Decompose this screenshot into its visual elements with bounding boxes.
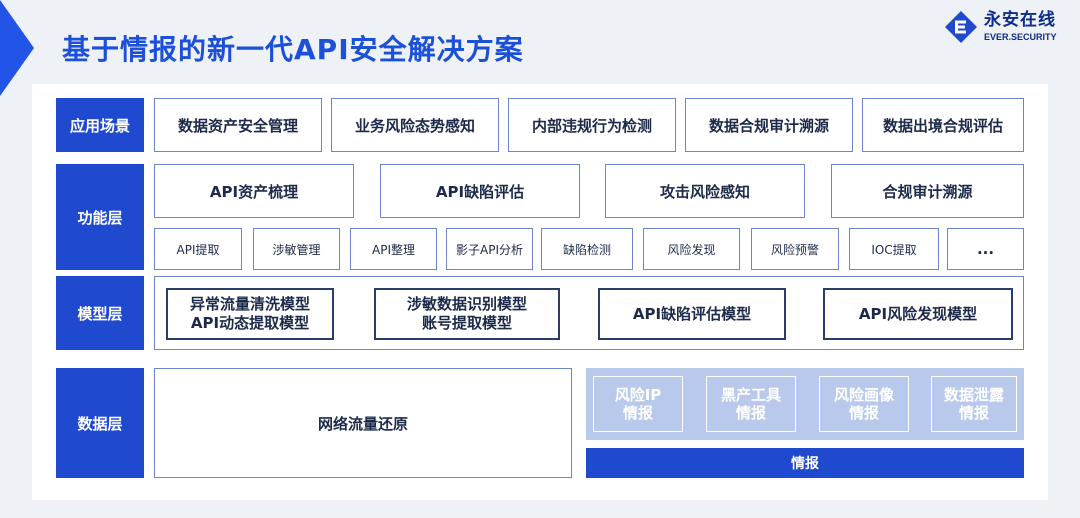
intel-line: 黑产工具 — [720, 386, 781, 404]
intel-line: 数据泄露 — [943, 386, 1004, 404]
logo-cn-text: 永安在线 — [984, 10, 1056, 30]
model-line: API风险发现模型 — [858, 304, 978, 323]
function-sub-box: 风险预警 — [751, 228, 839, 270]
function-sub-box: 缺陷检测 — [541, 228, 633, 270]
app-scenario-box: 数据合规审计溯源 — [685, 98, 853, 152]
function-sub-box: IOC提取 — [849, 228, 939, 270]
app-scenario-box: 内部违规行为检测 — [508, 98, 676, 152]
application-layer-label: 应用场景 — [56, 98, 144, 152]
function-layer-label: 功能层 — [56, 164, 144, 270]
model-line: 异常流量清洗模型 — [189, 295, 310, 314]
logo-en-text: EVER.SECURITY — [984, 32, 1057, 42]
app-scenario-box: 数据资产安全管理 — [154, 98, 322, 152]
function-sub-box: API整理 — [350, 228, 437, 270]
ever-security-logo-icon — [945, 11, 977, 43]
model-layer-label: 模型层 — [56, 276, 144, 350]
intel-line: 风险IP — [614, 386, 662, 404]
function-main-box: API资产梳理 — [154, 164, 354, 218]
intel-line: 情报 — [735, 404, 766, 422]
intel-box: 风险画像 情报 — [819, 376, 909, 432]
model-box: 异常流量清洗模型 API动态提取模型 — [166, 288, 334, 340]
intel-line: 情报 — [622, 404, 653, 422]
model-line: 账号提取模型 — [421, 314, 512, 332]
model-box: API缺陷评估模型 — [598, 288, 786, 340]
intel-box: 数据泄露 情报 — [931, 376, 1017, 432]
function-main-box: API缺陷评估 — [380, 164, 580, 218]
app-scenario-box: 业务风险态势感知 — [331, 98, 499, 152]
function-sub-box: API提取 — [154, 228, 242, 270]
function-more-box: ... — [947, 228, 1024, 270]
model-box: API风险发现模型 — [823, 288, 1013, 340]
intel-line: 情报 — [848, 404, 879, 422]
function-sub-box: 影子API分析 — [446, 228, 533, 270]
model-line: API缺陷评估模型 — [632, 304, 752, 323]
app-scenario-box: 数据出境合规评估 — [862, 98, 1024, 152]
intel-group: 风险IP 情报 黑产工具 情报 风险画像 情报 数据泄露 情报 — [586, 368, 1024, 440]
intel-line: 风险画像 — [833, 386, 894, 404]
intel-bar: 情报 — [586, 448, 1024, 478]
traffic-restore-box: 网络流量还原 — [154, 368, 572, 478]
function-main-box: 合规审计溯源 — [831, 164, 1024, 218]
intel-box: 风险IP 情报 — [593, 376, 683, 432]
corner-decoration — [0, 0, 34, 96]
intel-box: 黑产工具 情报 — [706, 376, 796, 432]
page-title: 基于情报的新一代API安全解决方案 — [62, 33, 524, 66]
function-sub-box: 风险发现 — [643, 228, 740, 270]
intel-line: 情报 — [958, 404, 989, 422]
brand-logo: 永安在线 EVER.SECURITY — [944, 10, 1057, 44]
data-layer-label: 数据层 — [56, 368, 144, 478]
architecture-panel: 应用场景 数据资产安全管理 业务风险态势感知 内部违规行为检测 数据合规审计溯源… — [32, 84, 1048, 500]
model-line: 涉敏数据识别模型 — [406, 295, 527, 314]
model-box: 涉敏数据识别模型 账号提取模型 — [374, 288, 560, 340]
function-main-box: 攻击风险感知 — [605, 164, 805, 218]
function-sub-box: 涉敏管理 — [253, 228, 340, 270]
model-line: API动态提取模型 — [190, 314, 310, 332]
